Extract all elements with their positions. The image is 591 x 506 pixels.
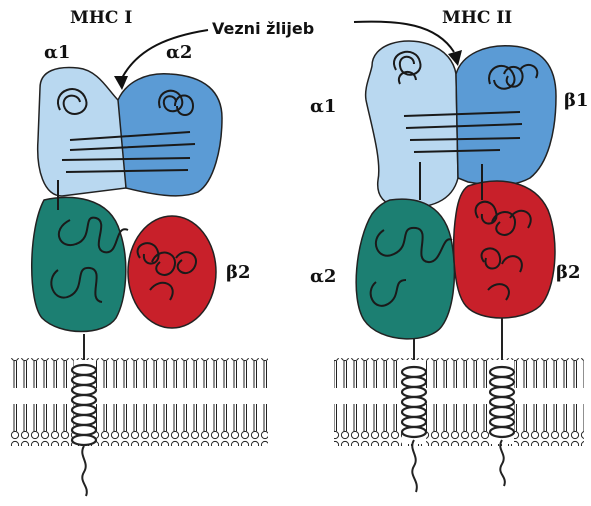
mhc2-beta-transmembrane [490, 318, 514, 486]
mhc2-title: MHC II [442, 10, 512, 27]
mhc2-beta2-domain [454, 181, 555, 318]
mhc2-beta1-label: β1 [564, 92, 588, 110]
mhc2-beta2-label: β2 [556, 264, 580, 282]
mhc2-alpha1-label: α1 [310, 98, 336, 116]
mhc2-alpha-transmembrane [402, 338, 426, 492]
binding-groove-label: Vezni žlijeb [212, 21, 314, 37]
mhc1-alpha3-domain [32, 197, 126, 331]
mhc1-membrane [10, 358, 268, 446]
mhc2-molecule [334, 41, 584, 492]
mhc1-title: MHC I [70, 10, 132, 27]
mhc1-beta2-label: β2 [226, 264, 250, 282]
mhc1-alpha1-domain [38, 68, 126, 196]
mhc2-alpha1-domain [366, 41, 458, 208]
mhc1-alpha2-label: α2 [166, 44, 192, 62]
mhc2-membrane [334, 358, 584, 446]
mhc1-alpha1-label: α1 [44, 44, 70, 62]
groove-arrow-mhc1 [122, 30, 208, 78]
mhc2-alpha2-domain [356, 199, 454, 339]
mhc2-alpha2-label: α2 [310, 268, 336, 286]
